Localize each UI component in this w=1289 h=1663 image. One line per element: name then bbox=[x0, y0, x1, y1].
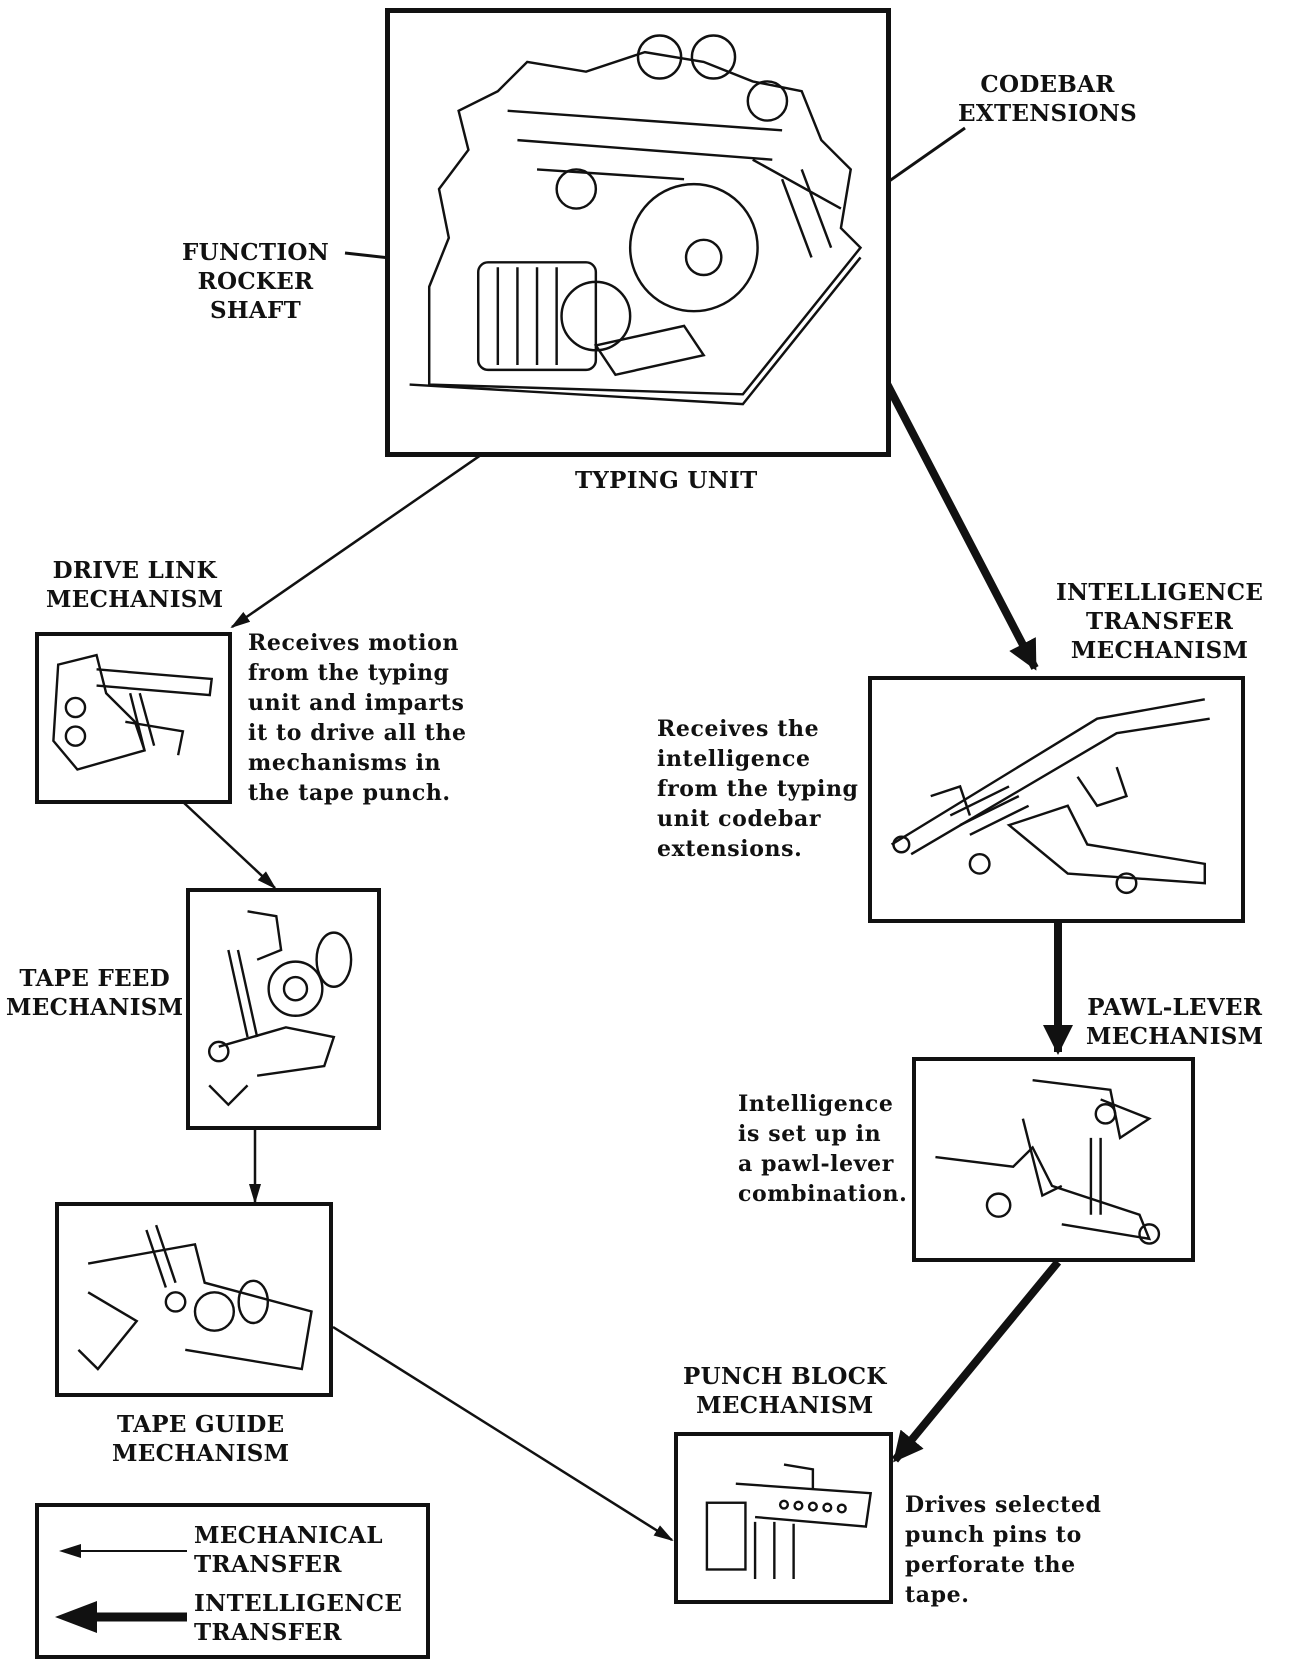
pawl-lever-image bbox=[912, 1057, 1195, 1262]
tape-feed-image bbox=[186, 888, 381, 1130]
punch-block-image bbox=[674, 1432, 893, 1604]
arrow-pawl-lever-to-punch-block bbox=[891, 1259, 1062, 1463]
tape-guide-image bbox=[55, 1202, 333, 1397]
mechanical-transfer-arrow-icon bbox=[55, 1544, 187, 1633]
intelligence-transfer-image bbox=[868, 676, 1245, 923]
arrow-drive-link-to-tape-feed bbox=[182, 801, 277, 890]
typing-unit-image bbox=[385, 8, 891, 457]
typing-unit-label: TYPING UNIT bbox=[575, 467, 758, 494]
arrow-tape-guide-to-punch-block bbox=[332, 1325, 674, 1542]
drive-link-image bbox=[35, 632, 232, 804]
